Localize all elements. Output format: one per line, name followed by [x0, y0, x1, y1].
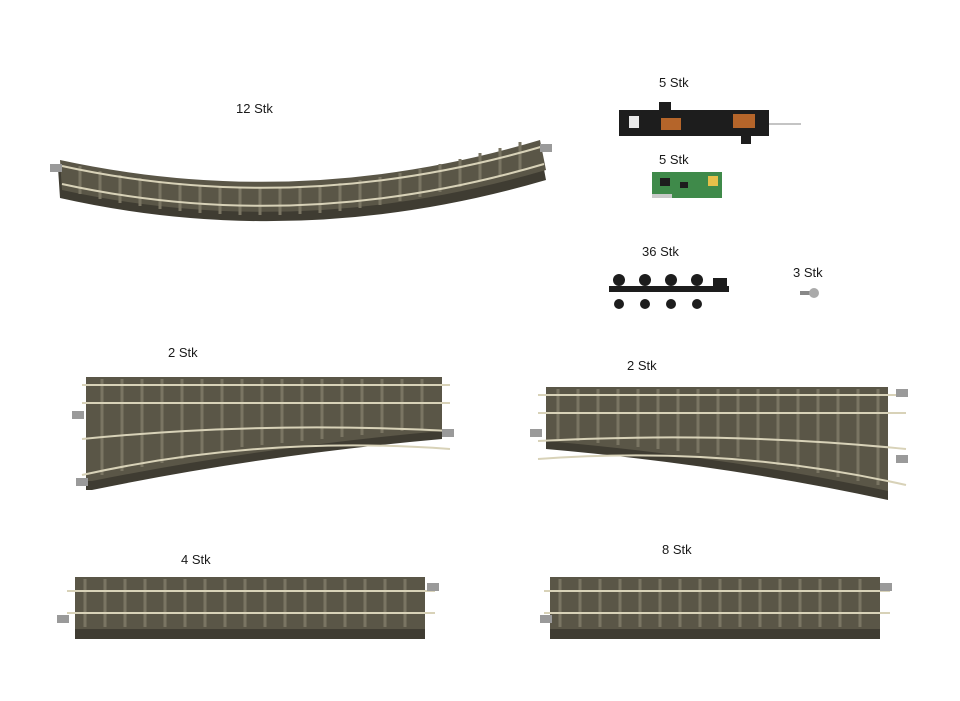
label-decoder: 5 Stk [659, 152, 689, 167]
decoder-image [652, 172, 722, 198]
label-straight-long: 8 Stk [662, 542, 692, 557]
label-switch-left: 2 Stk [168, 345, 198, 360]
label-screws: 3 Stk [793, 265, 823, 280]
label-clips: 36 Stk [642, 244, 679, 259]
switch-right-image [530, 387, 908, 500]
curved-track-image [50, 140, 552, 222]
track-clips-image [609, 274, 729, 309]
label-point-motor: 5 Stk [659, 75, 689, 90]
screw-image [800, 288, 819, 298]
label-switch-right: 2 Stk [627, 358, 657, 373]
label-straight-short: 4 Stk [181, 552, 211, 567]
label-curved-track: 12 Stk [236, 101, 273, 116]
switch-left-image [72, 377, 454, 490]
point-motor-image [619, 102, 801, 144]
straight-track-short-image [57, 577, 439, 639]
straight-track-long-image [540, 577, 892, 639]
